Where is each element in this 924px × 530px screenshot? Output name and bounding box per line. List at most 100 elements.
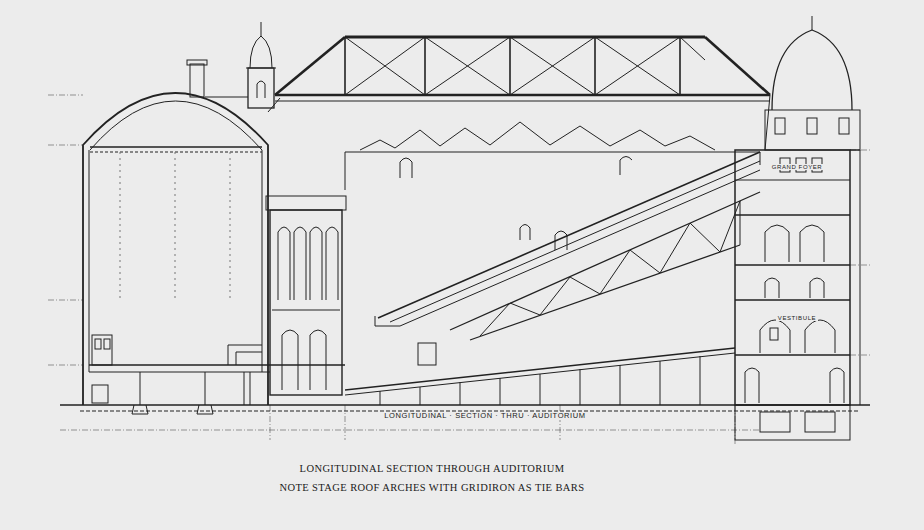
balcony xyxy=(390,161,760,322)
basement xyxy=(760,412,790,432)
roof-truss xyxy=(425,37,510,95)
tower xyxy=(205,97,248,98)
stage-house xyxy=(236,352,262,365)
room-label: GRAND FOYER xyxy=(770,164,825,171)
ceiling xyxy=(620,157,632,176)
lobby-block xyxy=(735,214,850,215)
lobby-block xyxy=(760,320,790,353)
balcony xyxy=(470,245,740,340)
roof-truss xyxy=(345,37,425,95)
balcony xyxy=(400,170,760,326)
figure-caption: NOTE STAGE ROOF ARCHES WITH GRIDIRON AS … xyxy=(278,482,587,494)
roof-truss xyxy=(345,35,705,38)
roof-truss xyxy=(424,37,426,95)
proscenium xyxy=(272,310,340,311)
room-label: VESTIBULE xyxy=(776,315,818,322)
lobby-block xyxy=(735,264,850,265)
lobby-block xyxy=(735,180,850,181)
ceiling xyxy=(275,101,770,250)
dimension-line xyxy=(60,430,760,431)
proscenium xyxy=(326,227,338,300)
proscenium xyxy=(282,330,298,390)
basement xyxy=(735,405,850,440)
dome xyxy=(765,16,860,150)
dimension-line xyxy=(850,355,872,356)
stage-house xyxy=(90,101,262,150)
stage-house xyxy=(262,150,263,372)
basement xyxy=(805,412,835,432)
balcony xyxy=(740,201,741,245)
dome xyxy=(812,16,813,30)
tower xyxy=(187,22,276,108)
proscenium xyxy=(418,343,436,365)
lobby-block xyxy=(735,354,850,355)
balcony xyxy=(375,316,400,326)
stage-house xyxy=(89,372,270,373)
proscenium xyxy=(310,330,326,390)
proscenium xyxy=(310,227,322,300)
roof-truss xyxy=(268,37,770,112)
stage-house xyxy=(140,372,141,405)
lobby-block xyxy=(800,225,824,262)
balcony xyxy=(480,201,740,336)
lobby-block xyxy=(765,278,779,298)
tower xyxy=(250,36,272,68)
tower xyxy=(246,68,276,69)
balcony xyxy=(450,192,760,330)
dimension-line xyxy=(48,300,83,301)
dimension-line xyxy=(345,405,346,440)
roof-truss xyxy=(510,37,595,95)
stage-house xyxy=(175,152,176,300)
ceiling xyxy=(520,225,530,241)
stage-house xyxy=(89,150,90,372)
roof-truss xyxy=(275,94,770,97)
roof-truss xyxy=(268,98,280,112)
ceiling xyxy=(400,158,412,178)
stage-house xyxy=(95,339,101,349)
roof-truss xyxy=(594,37,596,95)
ceiling xyxy=(360,122,715,150)
lobby-block xyxy=(860,150,861,405)
tower xyxy=(190,64,204,97)
stage-house xyxy=(205,372,206,405)
dome xyxy=(807,118,817,134)
dome xyxy=(839,118,849,134)
dome xyxy=(772,30,852,110)
lobby-block xyxy=(805,320,835,353)
proscenium xyxy=(278,227,290,300)
figure-title: LONGITUDINAL SECTION THROUGH AUDITORIUM xyxy=(298,463,567,475)
lobby-block xyxy=(770,328,778,340)
tower xyxy=(248,68,274,108)
proscenium xyxy=(270,210,342,395)
basement xyxy=(735,405,850,440)
stage-house xyxy=(197,405,213,414)
roof-truss xyxy=(344,37,346,95)
stage-house xyxy=(92,385,108,403)
tower xyxy=(261,22,262,36)
ceiling xyxy=(345,152,760,190)
roof-truss xyxy=(705,37,770,95)
stage-house xyxy=(90,146,262,147)
roof-truss xyxy=(680,37,705,60)
stage-house xyxy=(120,152,121,300)
dome xyxy=(765,95,770,150)
roof-truss xyxy=(679,37,681,95)
stage-house xyxy=(228,345,262,365)
dome xyxy=(765,110,860,150)
lobby-block xyxy=(735,150,850,405)
roof-truss xyxy=(509,37,511,95)
lobby-block xyxy=(765,225,789,262)
stage-house xyxy=(132,405,148,414)
dimension-line xyxy=(850,265,872,266)
dimension-line xyxy=(48,365,83,366)
dimension-line xyxy=(48,95,872,445)
dimension-line xyxy=(48,145,83,146)
stage-house xyxy=(83,93,345,414)
dimension-line xyxy=(560,405,561,440)
proscenium xyxy=(266,196,436,395)
ground-line xyxy=(60,405,870,411)
lobby-block xyxy=(735,299,850,300)
ceiling xyxy=(275,101,770,102)
orchestra-floor xyxy=(345,348,735,405)
